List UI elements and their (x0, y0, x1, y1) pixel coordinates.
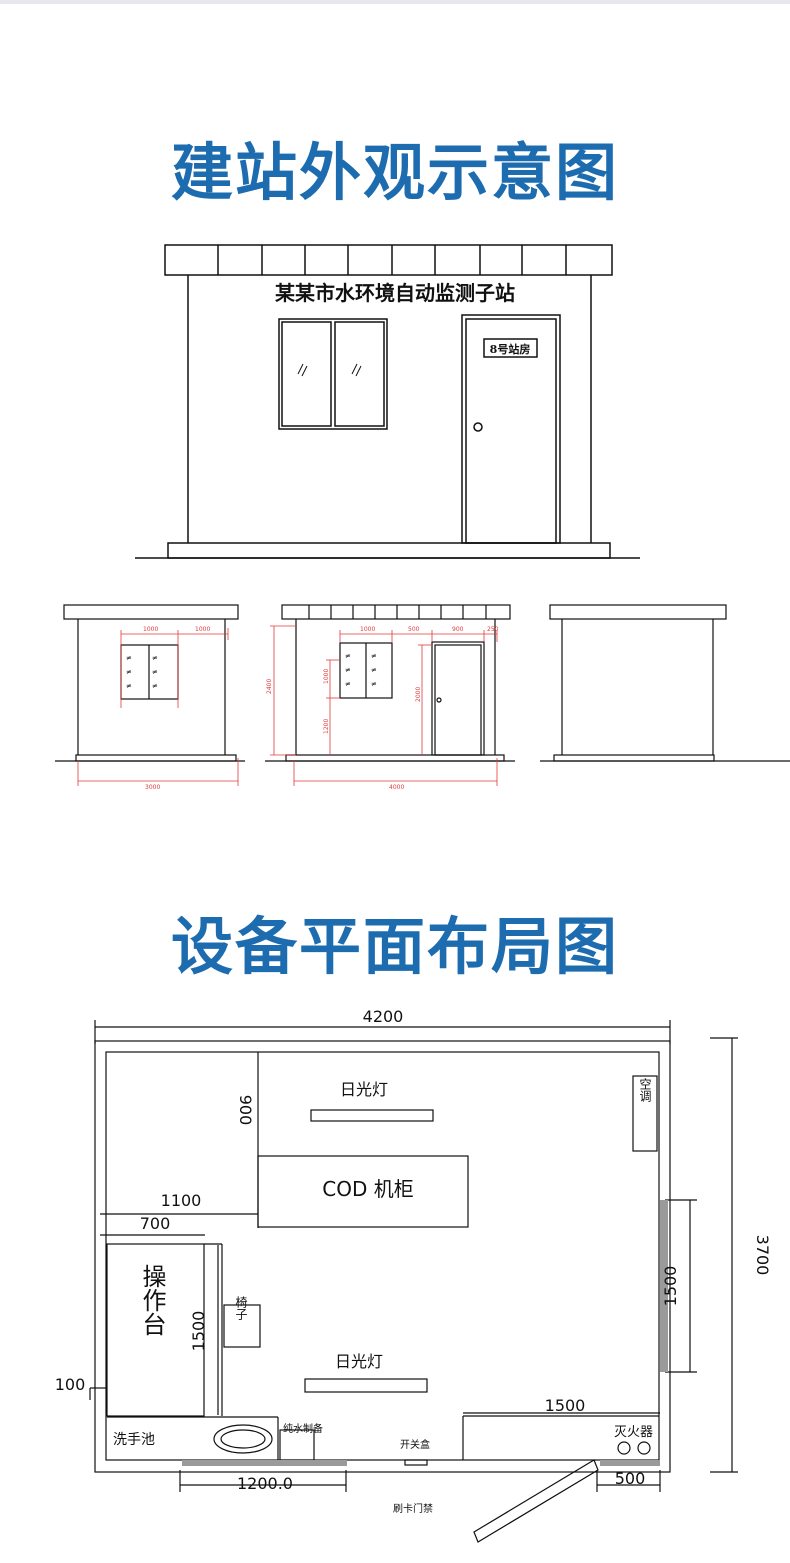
dim-1500-desk: 1500 (189, 1311, 208, 1352)
dim-700: 700 (140, 1214, 171, 1233)
dim-1200: 1200.0 (237, 1474, 293, 1493)
lamp-top-label: 日光灯 (340, 1080, 388, 1099)
dim-1500-window: 1500 (661, 1266, 680, 1307)
elevation-heading: 建站外观示意图 (170, 136, 619, 209)
dim-mid-d3: 900 (452, 626, 464, 633)
dim-left-top-b: 1000 (195, 626, 210, 633)
switch-label: 开关盒 (400, 1438, 430, 1451)
extinguisher-label: 灭火器 (614, 1425, 653, 1440)
front-elevation-drawing: 某某市水环境自动监测子站 8号站房 (135, 244, 640, 559)
dim-mid-win-h: 1000 (323, 669, 330, 684)
card-door-label: 刷卡门禁 (393, 1502, 433, 1515)
dim-mid-height: 2400 (266, 679, 273, 694)
station-sign: 某某市水环境自动监测子站 (275, 281, 515, 305)
dim-mid-d4: 250 (487, 626, 499, 633)
lamp-bottom-label: 日光灯 (335, 1352, 383, 1371)
door-plate: 8号站房 (490, 342, 531, 356)
svg-text:≠: ≠ (345, 652, 351, 660)
dim-900: 900 (236, 1095, 255, 1126)
dim-100: 100 (55, 1375, 86, 1394)
cod-cabinet-label: COD 机柜 (322, 1177, 413, 1201)
dim-mid-sill: 1200 (323, 719, 330, 734)
dim-mid-bottom: 4000 (389, 784, 404, 791)
dim-1100: 1100 (161, 1191, 202, 1210)
chair-label: 椅子 (234, 1296, 248, 1320)
dim-1500-bottom: 1500 (545, 1396, 586, 1415)
svg-text:≠: ≠ (345, 680, 351, 688)
svg-text:≠: ≠ (371, 680, 377, 688)
svg-text:≠: ≠ (126, 682, 132, 690)
top-divider (0, 0, 790, 4)
water-label: 纯水制备 (283, 1422, 323, 1435)
svg-text:≠: ≠ (126, 668, 132, 676)
desk-label: 操作台 (138, 1264, 166, 1336)
layout-heading: 设备平面布局图 (170, 910, 619, 983)
dim-mid-d1: 1000 (360, 626, 375, 633)
svg-text:≠: ≠ (152, 654, 158, 662)
svg-text:≠: ≠ (345, 666, 351, 674)
svg-text:≠: ≠ (371, 652, 377, 660)
dim-left-top-a: 1000 (143, 626, 158, 633)
dim-total-width: 4200 (363, 1007, 404, 1026)
svg-text:≠: ≠ (152, 682, 158, 690)
side-elevations-drawing: ≠ ≠ ≠ ≠ ≠ ≠ ≠ ≠ ≠ ≠ ≠ ≠ 1000 1000 (55, 604, 790, 791)
svg-text:≠: ≠ (152, 668, 158, 676)
floor-plan-drawing: 4200 3700 900 1100 700 1500 100 1500 150… (55, 1007, 772, 1543)
ac-label: 空调 (638, 1078, 652, 1102)
dim-mid-door-h: 2000 (415, 687, 422, 702)
svg-text:≠: ≠ (126, 654, 132, 662)
sink-label: 洗手池 (113, 1432, 155, 1448)
dim-left-bottom: 3000 (145, 784, 160, 791)
svg-text:≠: ≠ (371, 666, 377, 674)
dim-total-height: 3700 (753, 1235, 772, 1276)
dim-mid-d2: 500 (408, 626, 420, 633)
dim-500: 500 (615, 1469, 646, 1488)
